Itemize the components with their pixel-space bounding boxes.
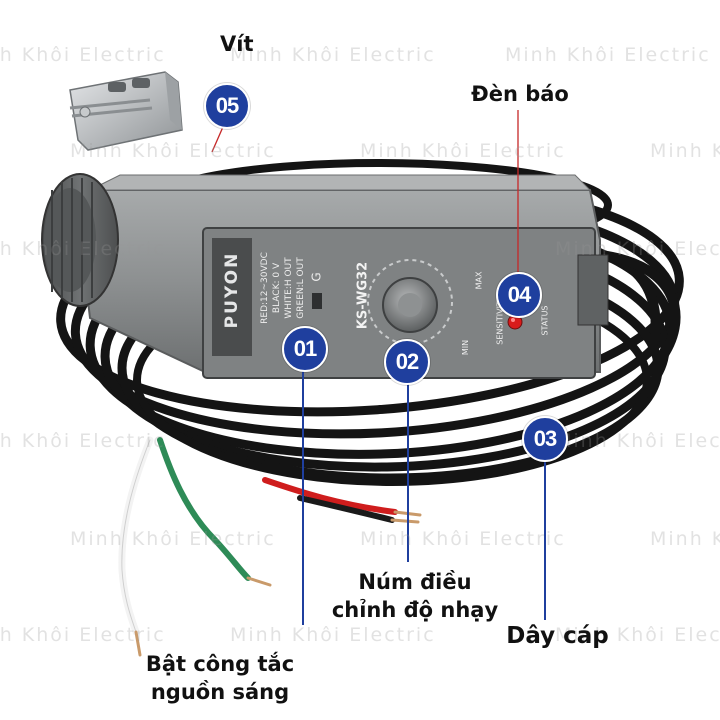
model-text: KS-WG32 <box>355 261 371 330</box>
callout-badge-04: 04 <box>496 272 542 318</box>
side-letter: G <box>309 272 324 282</box>
callout-badge-02: 02 <box>384 339 430 385</box>
dial-min-text: MIN <box>461 339 471 356</box>
dial-max-text: MAX <box>474 271 484 290</box>
brand-text: PUYON <box>222 251 242 329</box>
label-line: Đèn báo <box>471 82 569 106</box>
callout-badge-05: 05 <box>204 83 250 129</box>
wiring-line-3: WHITE:H OUT <box>284 257 294 319</box>
callout-label-01: Bật công tắc nguồn sáng <box>140 650 300 706</box>
callout-label-02: Núm điều chỉnh độ nhạy <box>330 568 500 624</box>
callout-label-04: Đèn báo <box>460 80 580 108</box>
label-line: Vít <box>220 32 254 56</box>
callout-badge-01: 01 <box>282 326 328 372</box>
status-text: STATUS <box>540 305 550 336</box>
cable-wires <box>118 436 422 657</box>
mounting-bracket <box>69 71 183 151</box>
label-line: Dây cáp <box>506 623 609 649</box>
label-line: Núm điều <box>358 570 472 594</box>
callout-label-03: Dây cáp <box>495 622 620 650</box>
label-line: Bật công tắc <box>145 652 295 676</box>
wiring-line-1: RED:12~30VDC <box>260 252 270 324</box>
wiring-line-2: BLACK: 0 V <box>272 262 282 314</box>
label-line: chỉnh độ nhạy <box>331 598 499 622</box>
callout-label-05: Vít <box>220 30 300 58</box>
label-line: nguồn sáng <box>150 680 290 704</box>
wiring-line-4: GREEN:L OUT <box>296 257 306 319</box>
callout-badge-03: 03 <box>522 416 568 462</box>
